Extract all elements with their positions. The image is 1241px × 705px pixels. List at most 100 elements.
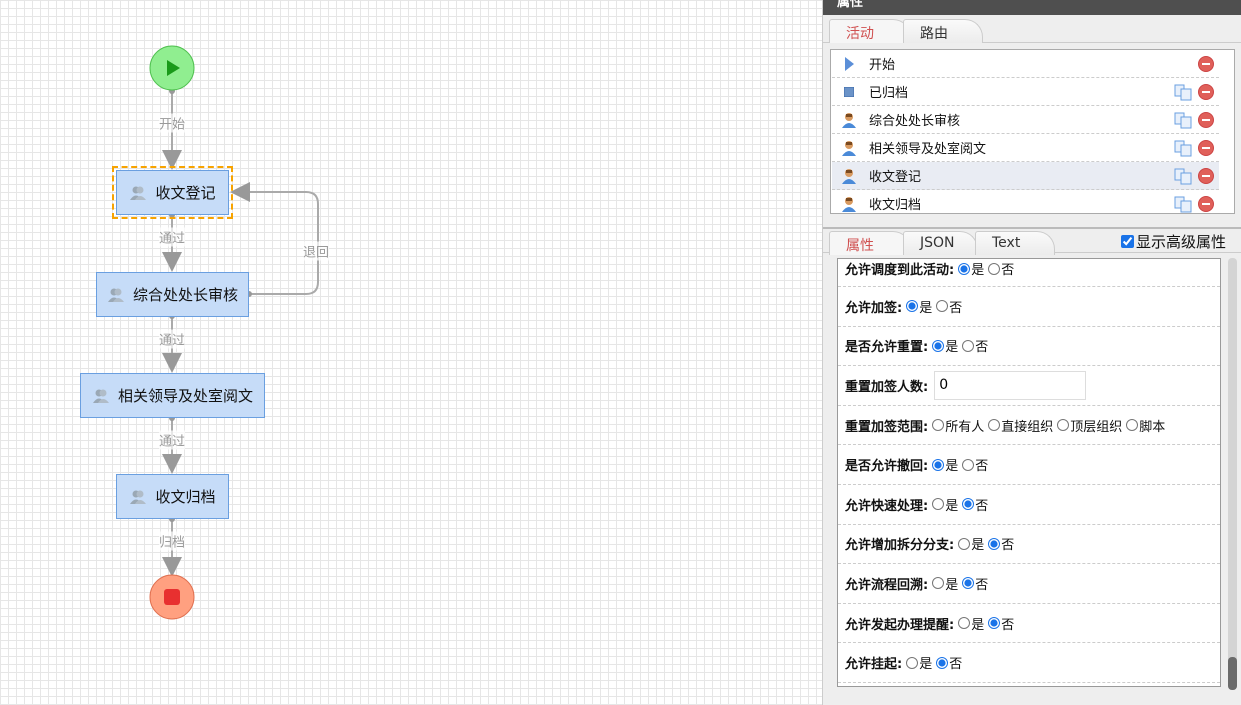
radio-option[interactable]: 否 [960,455,988,474]
radio-label: 所有人 [945,419,985,435]
radio-button[interactable] [932,419,945,432]
radio-label: 是 [919,300,933,316]
radio-button[interactable] [958,617,971,630]
delete-icon[interactable] [1198,196,1214,212]
activity-icon [841,168,857,184]
delete-icon[interactable] [1198,84,1214,100]
node-label: 综合处处长审核 [132,286,238,304]
flow-node-review[interactable]: 综合处处长审核 [96,272,249,317]
field-input[interactable] [934,370,1087,400]
copy-icon[interactable] [1174,140,1192,157]
form-scrollbar[interactable] [1228,258,1237,690]
top-tabs: 活动 路由 [823,17,1241,43]
delete-icon[interactable] [1198,168,1214,184]
radio-option[interactable]: 是 [930,574,958,593]
radio-option[interactable]: 否 [986,534,1014,553]
field-label: 重置加签人数: [845,379,929,395]
radio-button[interactable] [932,577,945,590]
flow-canvas[interactable]: 收文登记 综合处处长审核 相关领导及处室阅文 收文归档 开始 通过 退回 通过 … [0,0,822,705]
users-icon [130,186,147,200]
radio-button[interactable] [1057,419,1070,432]
tab-route[interactable]: 路由 [903,19,983,43]
show-advanced-toggle[interactable]: 显示高级属性 [1121,231,1226,252]
show-advanced-checkbox[interactable] [1121,235,1134,248]
activity-label: 开始 [869,58,896,73]
radio-option[interactable]: 否 [960,574,988,593]
activity-label: 综合处处长审核 [869,114,961,129]
radio-button[interactable] [962,339,975,352]
copy-icon[interactable] [1174,168,1192,185]
radio-option[interactable]: 是 [956,614,984,633]
radio-option[interactable]: 否 [986,259,1014,278]
radio-option[interactable]: 是 [956,259,984,278]
tab-json[interactable]: JSON [903,231,978,255]
form-row: 是否允许撤回:是否 [838,445,1220,485]
start-node[interactable] [149,45,195,91]
radio-option[interactable]: 是 [930,495,958,514]
radio-option[interactable]: 否 [960,336,988,355]
radio-button[interactable] [962,577,975,590]
activity-item[interactable]: 收文归档 [832,190,1219,213]
radio-button[interactable] [988,617,1001,630]
copy-icon[interactable] [1174,112,1192,129]
activity-item[interactable]: 收文登记 [832,162,1219,190]
radio-button[interactable] [988,419,1001,432]
user-icon [842,140,856,156]
form-row: 允许调度到此活动:是否 [838,259,1220,287]
copy-icon[interactable] [1174,196,1192,213]
radio-option[interactable]: 否 [986,614,1014,633]
radio-option[interactable]: 是 [930,336,958,355]
radio-button[interactable] [906,300,919,313]
radio-option[interactable]: 所有人 [930,416,984,435]
radio-label: 直接组织 [1001,419,1054,435]
activity-item[interactable]: 相关领导及处室阅文 [832,134,1219,162]
panel-title: 属性 [837,0,864,10]
radio-button[interactable] [932,339,945,352]
flow-node-archive[interactable]: 收文归档 [116,474,229,519]
radio-button[interactable] [932,458,945,471]
flow-node-register[interactable]: 收文登记 [116,170,229,215]
radio-button[interactable] [988,262,1001,275]
form-scrollbar-thumb[interactable] [1228,657,1237,690]
edge-label: 开始 [158,113,186,133]
stop-icon [164,589,180,605]
radio-option[interactable]: 否 [934,297,962,316]
radio-option[interactable]: 否 [934,653,962,672]
tab-properties[interactable]: 属性 [829,231,911,255]
radio-button[interactable] [936,656,949,669]
radio-label: 否 [975,577,989,593]
radio-button[interactable] [962,458,975,471]
activity-item[interactable]: 开始 [832,50,1219,78]
radio-button[interactable] [962,498,975,511]
radio-option[interactable]: 直接组织 [986,416,1053,435]
delete-icon[interactable] [1198,56,1214,72]
delete-icon[interactable] [1198,112,1214,128]
tab-activity[interactable]: 活动 [829,19,911,43]
node-label: 收文归档 [155,488,216,506]
radio-button[interactable] [988,537,1001,550]
end-node[interactable] [149,574,195,620]
radio-label: 是 [945,340,959,356]
radio-option[interactable]: 是 [956,534,984,553]
users-icon [107,288,124,302]
radio-option[interactable]: 否 [960,495,988,514]
radio-option[interactable]: 脚本 [1124,416,1165,435]
delete-icon[interactable] [1198,140,1214,156]
radio-option[interactable]: 是 [904,653,932,672]
radio-button[interactable] [958,537,971,550]
radio-button[interactable] [958,262,971,275]
activity-label: 相关领导及处室阅文 [869,142,987,157]
radio-option[interactable]: 是 [930,455,958,474]
radio-option[interactable]: 顶层组织 [1055,416,1122,435]
radio-button[interactable] [936,300,949,313]
radio-button[interactable] [1126,419,1139,432]
radio-button[interactable] [932,498,945,511]
tab-text[interactable]: Text [975,231,1055,255]
copy-icon[interactable] [1174,84,1192,101]
flow-node-read[interactable]: 相关领导及处室阅文 [80,373,265,418]
radio-option[interactable]: 是 [904,297,932,316]
activity-item[interactable]: 综合处处长审核 [832,106,1219,134]
field-label: 重置加签范围: [845,419,929,435]
activity-item[interactable]: 已归档 [832,78,1219,106]
radio-button[interactable] [906,656,919,669]
